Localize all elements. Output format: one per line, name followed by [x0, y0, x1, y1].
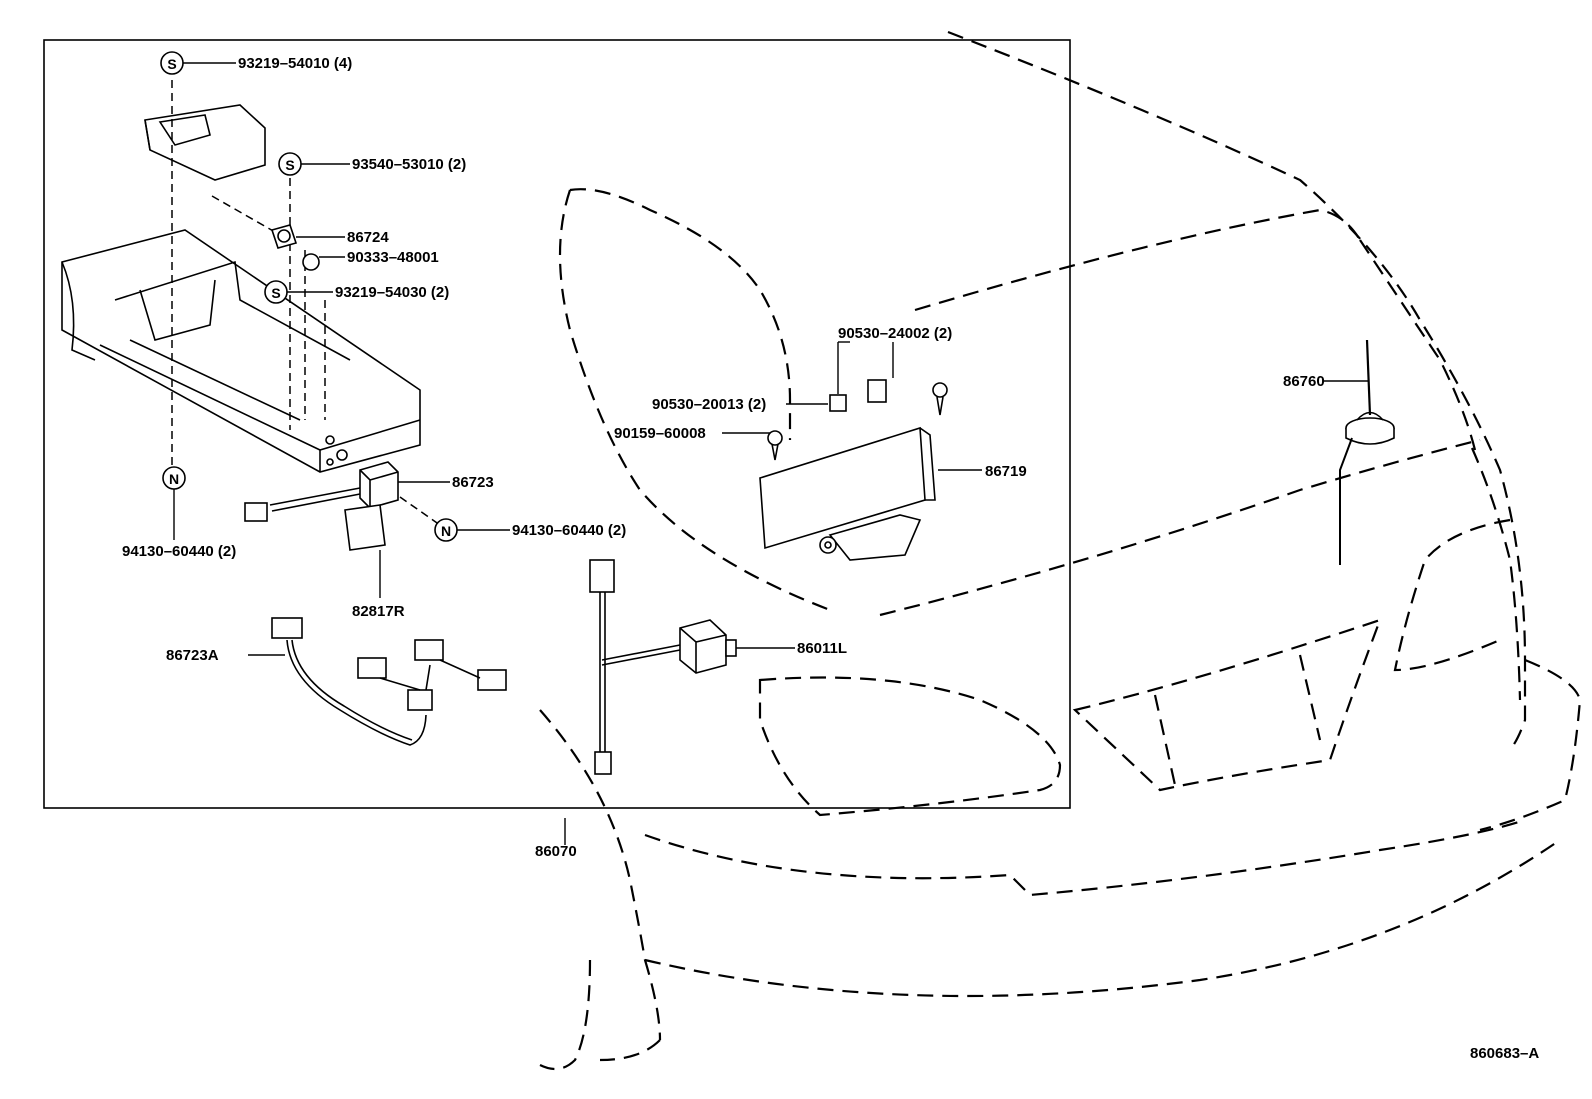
- label-86724: 86724: [347, 229, 389, 246]
- label-93540-53010: 93540–53010 (2): [352, 156, 466, 173]
- label-90530-24002: 90530–24002 (2): [838, 325, 952, 342]
- label-86719: 86719: [985, 463, 1027, 480]
- label-86723: 86723: [452, 474, 494, 491]
- label-90530-20013: 90530–20013 (2): [652, 396, 766, 413]
- svg-text:N: N: [169, 471, 179, 487]
- svg-text:N: N: [441, 523, 451, 539]
- label-90159-60008: 90159–60008: [614, 425, 706, 442]
- s-symbol-1: S: [160, 51, 184, 75]
- clip-90530-24002: [867, 379, 887, 403]
- label-94130-60440-left: 94130–60440 (2): [122, 543, 236, 560]
- label-86070: 86070: [535, 843, 577, 860]
- relay-86723: [244, 461, 399, 522]
- grommet-90333: [302, 253, 320, 271]
- reference-code: 860683–A: [1470, 1045, 1539, 1062]
- tail-lamp-outline: [758, 676, 1062, 817]
- radio-receiver-86719: [759, 426, 936, 561]
- screw-right: [932, 382, 948, 416]
- part-labels: 93219–54010 (4) 93540–53010 (2) 86724 90…: [122, 55, 1539, 1062]
- svg-text:S: S: [285, 157, 294, 173]
- label-90333-48001: 90333–48001: [347, 249, 439, 266]
- n-symbol-1: N: [162, 466, 186, 490]
- clip-90530-20013: [829, 394, 847, 412]
- leader-lines: [173, 62, 1368, 845]
- antenna-86760: [1339, 339, 1395, 565]
- n-symbol-2: N: [434, 518, 458, 542]
- screw-90159-60008: [767, 430, 783, 461]
- svg-text:S: S: [167, 56, 176, 72]
- cover-82817R: [344, 504, 386, 551]
- disc-changer-cover: [144, 104, 266, 181]
- label-93219-54030: 93219–54030 (2): [335, 284, 449, 301]
- detail-box-frame: [43, 39, 1071, 809]
- wire-harness-86011L: [589, 559, 737, 775]
- rear-window-outline: [558, 188, 831, 612]
- bracket-86724: [270, 224, 298, 249]
- vehicle-body-outline: [539, 30, 1582, 1071]
- s-symbol-3: S: [264, 280, 288, 304]
- label-86723A: 86723A: [166, 647, 219, 664]
- s-symbol-2: S: [278, 152, 302, 176]
- label-94130-60440-right: 94130–60440 (2): [512, 522, 626, 539]
- label-86011L: 86011L: [797, 640, 847, 657]
- label-93219-54010: 93219–54010 (4): [238, 55, 352, 72]
- label-82817R: 82817R: [352, 603, 405, 620]
- label-86760: 86760: [1283, 373, 1325, 390]
- wire-harness-86723A: [271, 617, 507, 746]
- disc-changer-tray: [61, 229, 421, 473]
- svg-text:S: S: [271, 285, 280, 301]
